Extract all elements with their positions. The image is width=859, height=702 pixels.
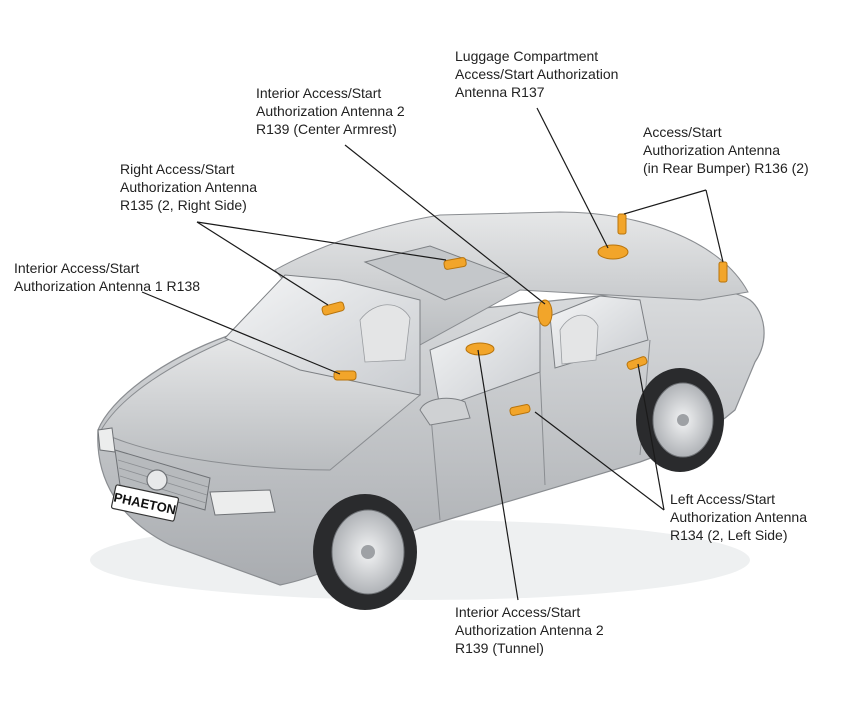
leader-lines <box>141 107 724 601</box>
antenna-r135-b <box>443 257 467 270</box>
antenna-r139-armrest <box>537 299 553 327</box>
label-right-side-r135: Right Access/Start Authorization Antenna… <box>120 161 257 213</box>
label-tunnel-r139: Interior Access/Start Authorization Ante… <box>455 604 604 656</box>
antenna-r137 <box>597 244 629 260</box>
antenna-r139-tunnel <box>465 342 495 356</box>
label-interior-r138: Interior Access/Start Authorization Ante… <box>14 260 201 294</box>
rear-wheel <box>636 368 724 472</box>
label-armrest-r139: Interior Access/Start Authorization Ante… <box>256 85 405 137</box>
label-luggage-r137: Luggage Compartment Access/Start Authori… <box>455 48 619 100</box>
antennas <box>321 213 728 416</box>
car-body <box>90 211 765 610</box>
antenna-r135-a <box>321 301 345 316</box>
antenna-r134-a <box>509 404 531 416</box>
antenna-r136-b <box>718 261 728 283</box>
label-rear-bumper-r136: Access/Start Authorization Antenna (in R… <box>643 124 809 176</box>
front-wheel <box>313 494 417 610</box>
label-left-side-r134: Left Access/Start Authorization Antenna … <box>670 491 807 543</box>
antenna-r136-a <box>617 213 627 235</box>
